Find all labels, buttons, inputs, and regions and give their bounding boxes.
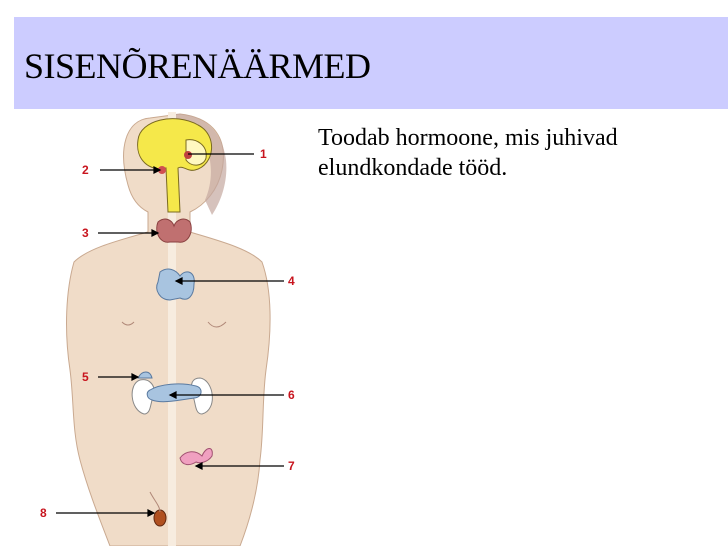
adrenal-gland-icon [137,371,153,379]
left-kidney-icon [131,379,155,415]
pituitary-icon [184,151,192,159]
label-8: 8 [40,506,47,520]
hypothalamus-icon [158,166,166,174]
thyroid-icon [156,218,192,243]
label-1: 1 [260,147,267,161]
testis-icon [153,509,167,527]
label-3: 3 [82,226,89,240]
label-6: 6 [288,388,295,402]
ovary-icon [179,448,213,466]
endocrine-diagram: 1 2 3 4 5 6 7 8 [40,112,295,546]
label-2: 2 [82,163,89,177]
leader-lines [56,153,284,517]
title-bar: SISENÕRENÄÄRMED [14,17,728,109]
slide-body-text: Toodab hormoone, mis juhivad elundkondad… [318,125,618,181]
thymus-icon [156,268,195,301]
brain-icon [137,118,213,213]
slide-title: SISENÕRENÄÄRMED [24,46,371,86]
label-7: 7 [288,459,295,473]
label-5: 5 [82,370,89,384]
label-4: 4 [288,274,295,288]
